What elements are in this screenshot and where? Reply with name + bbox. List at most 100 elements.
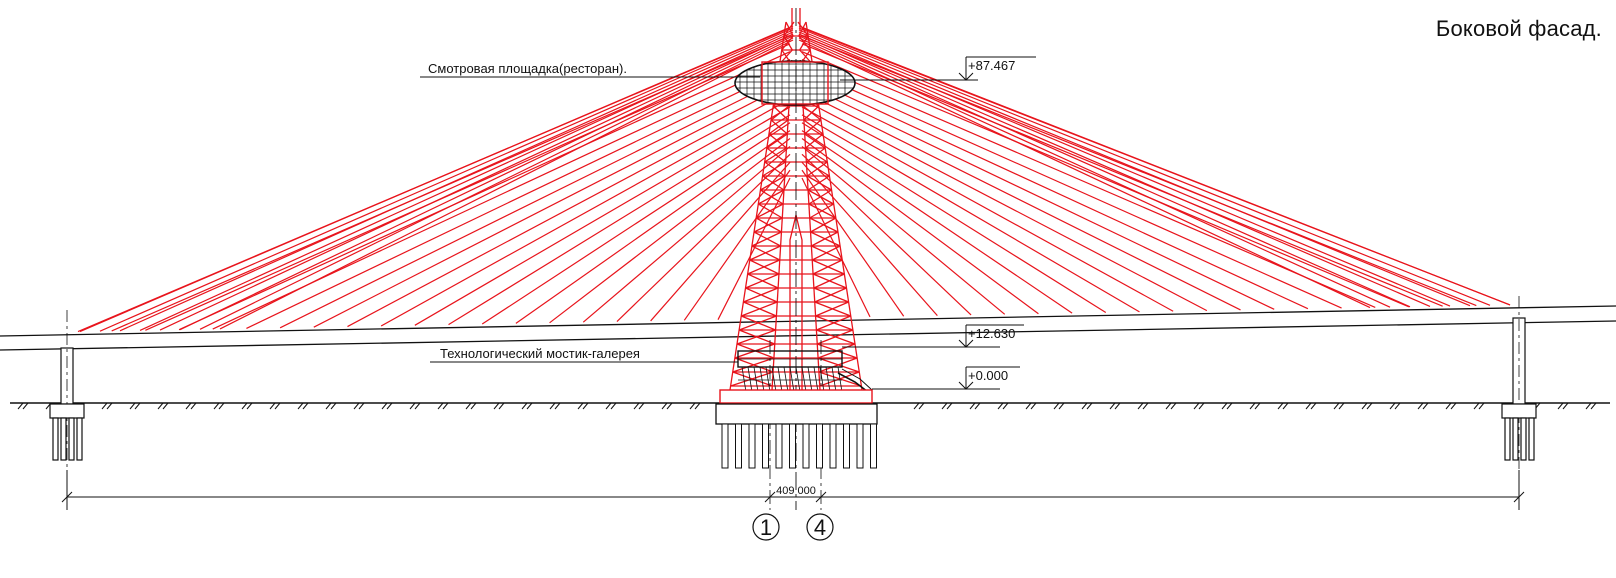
- ground-hatch: [1361, 402, 1368, 410]
- ground-hatch: [1114, 402, 1121, 410]
- ground-hatch: [129, 402, 136, 410]
- stay-cable-left: [549, 138, 791, 324]
- pylon-brace: [770, 105, 790, 121]
- gallery-strut: [837, 366, 843, 393]
- ground-hatch: [1170, 402, 1177, 410]
- ground-hatch: [325, 402, 332, 410]
- ground-hatch: [577, 402, 584, 410]
- gallery-strut: [819, 366, 825, 393]
- ground-hatch: [1254, 402, 1261, 410]
- ground-hatch: [101, 402, 108, 410]
- stay-cable-right: [801, 138, 1039, 315]
- ground-hatch: [1058, 402, 1065, 410]
- pier-pile: [60, 417, 67, 461]
- ground-hatch: [610, 402, 617, 410]
- stay-cable-left: [650, 161, 791, 322]
- ground-hatch: [185, 402, 192, 410]
- stay-cable-left: [717, 177, 791, 320]
- stay-cable-right: [801, 82, 1275, 310]
- stay-cable-left: [380, 98, 791, 327]
- ground-hatch: [498, 402, 505, 410]
- pylon-brace: [743, 287, 779, 303]
- ground-hatch: [997, 402, 1004, 410]
- ground-hatch: [1394, 402, 1401, 410]
- ground-hatch: [941, 402, 948, 410]
- ground-hatch: [1226, 402, 1233, 410]
- ground-hatch: [1165, 402, 1172, 410]
- span-dimension-value: 409 000: [776, 485, 816, 497]
- ground-hatch: [190, 402, 197, 410]
- pylon-brace: [815, 315, 854, 331]
- ground-hatch: [386, 402, 393, 410]
- ground-hatch: [638, 402, 645, 410]
- pylon-brace: [781, 35, 794, 51]
- ground-hatch: [605, 402, 612, 410]
- gallery-bridge-label: Технологический мостик-галерея: [440, 346, 640, 361]
- ground-hatch: [1389, 402, 1396, 410]
- ground-hatch: [106, 402, 113, 410]
- stay-cable-left: [145, 43, 791, 331]
- ground-hatch: [414, 402, 421, 410]
- pylon-brace: [751, 231, 782, 247]
- axis-marker-1-label: 1: [760, 515, 772, 540]
- stay-cable-right: [801, 106, 1174, 312]
- ground-hatch: [1142, 402, 1149, 410]
- ground-hatch: [409, 402, 416, 410]
- stay-cable-left: [481, 122, 791, 325]
- pylon-brace: [817, 357, 860, 373]
- ground-hatch: [1086, 402, 1093, 410]
- pylon-inner-leg: [799, 59, 821, 391]
- pier-pile: [1504, 417, 1511, 461]
- bridge-deck: [0, 305, 1616, 351]
- stay-cable-right: [801, 90, 1241, 311]
- ground-hatch: [1473, 402, 1480, 410]
- ground-hatch: [689, 402, 696, 410]
- pylon-brace: [811, 259, 845, 275]
- foundation-pile: [735, 423, 742, 469]
- ground-hatch: [913, 402, 920, 410]
- gallery-strut: [741, 366, 747, 393]
- gallery-strut: [831, 366, 837, 393]
- ground-hatch: [330, 402, 337, 410]
- ground-hatch: [974, 402, 981, 410]
- gallery-strut: [753, 366, 759, 393]
- stay-cable-right: [798, 31, 1451, 307]
- span-dimension: [61, 470, 1525, 510]
- stay-cable-right: [798, 27, 1491, 306]
- pylon-brace: [738, 315, 777, 331]
- foundation-pile: [721, 423, 729, 469]
- ground-hatch: [1310, 402, 1317, 410]
- ground-hatch: [969, 402, 976, 410]
- ground-hatch: [157, 402, 164, 410]
- pylon-brace: [732, 357, 775, 373]
- gallery-strut: [825, 366, 831, 393]
- pylon-brace: [736, 329, 776, 345]
- stay-cable-right: [798, 33, 1431, 308]
- pylon-brace: [762, 161, 786, 177]
- stay-cable-left: [219, 39, 794, 330]
- observation-deck-label: Смотровая площадка(ресторан).: [428, 61, 627, 76]
- ground-hatch: [549, 402, 556, 410]
- stay-cable-right: [798, 37, 1391, 308]
- ground-hatch: [246, 402, 253, 410]
- ground-hatch: [465, 402, 472, 410]
- pylon-brace: [757, 189, 785, 205]
- ground-hatch: [22, 402, 29, 410]
- ground-hatch: [437, 402, 444, 410]
- foundation-pile: [843, 423, 850, 469]
- stay-cable-right: [801, 169, 905, 317]
- ground-hatch: [134, 402, 141, 410]
- ground-hatch: [1030, 402, 1037, 410]
- ground-hatch: [1422, 402, 1429, 410]
- ground-hatch: [442, 402, 449, 410]
- gallery-strut: [771, 366, 777, 393]
- foundation-pile: [789, 423, 796, 469]
- pylon-brace: [766, 133, 788, 149]
- ground-hatch: [1445, 402, 1452, 410]
- ground-hatch: [1025, 402, 1032, 410]
- ground-hatch: [218, 402, 225, 410]
- gallery-strut: [801, 366, 807, 393]
- stay-cable-right: [801, 51, 1410, 308]
- ground-hatch: [694, 402, 701, 410]
- ground-hatch: [1305, 402, 1312, 410]
